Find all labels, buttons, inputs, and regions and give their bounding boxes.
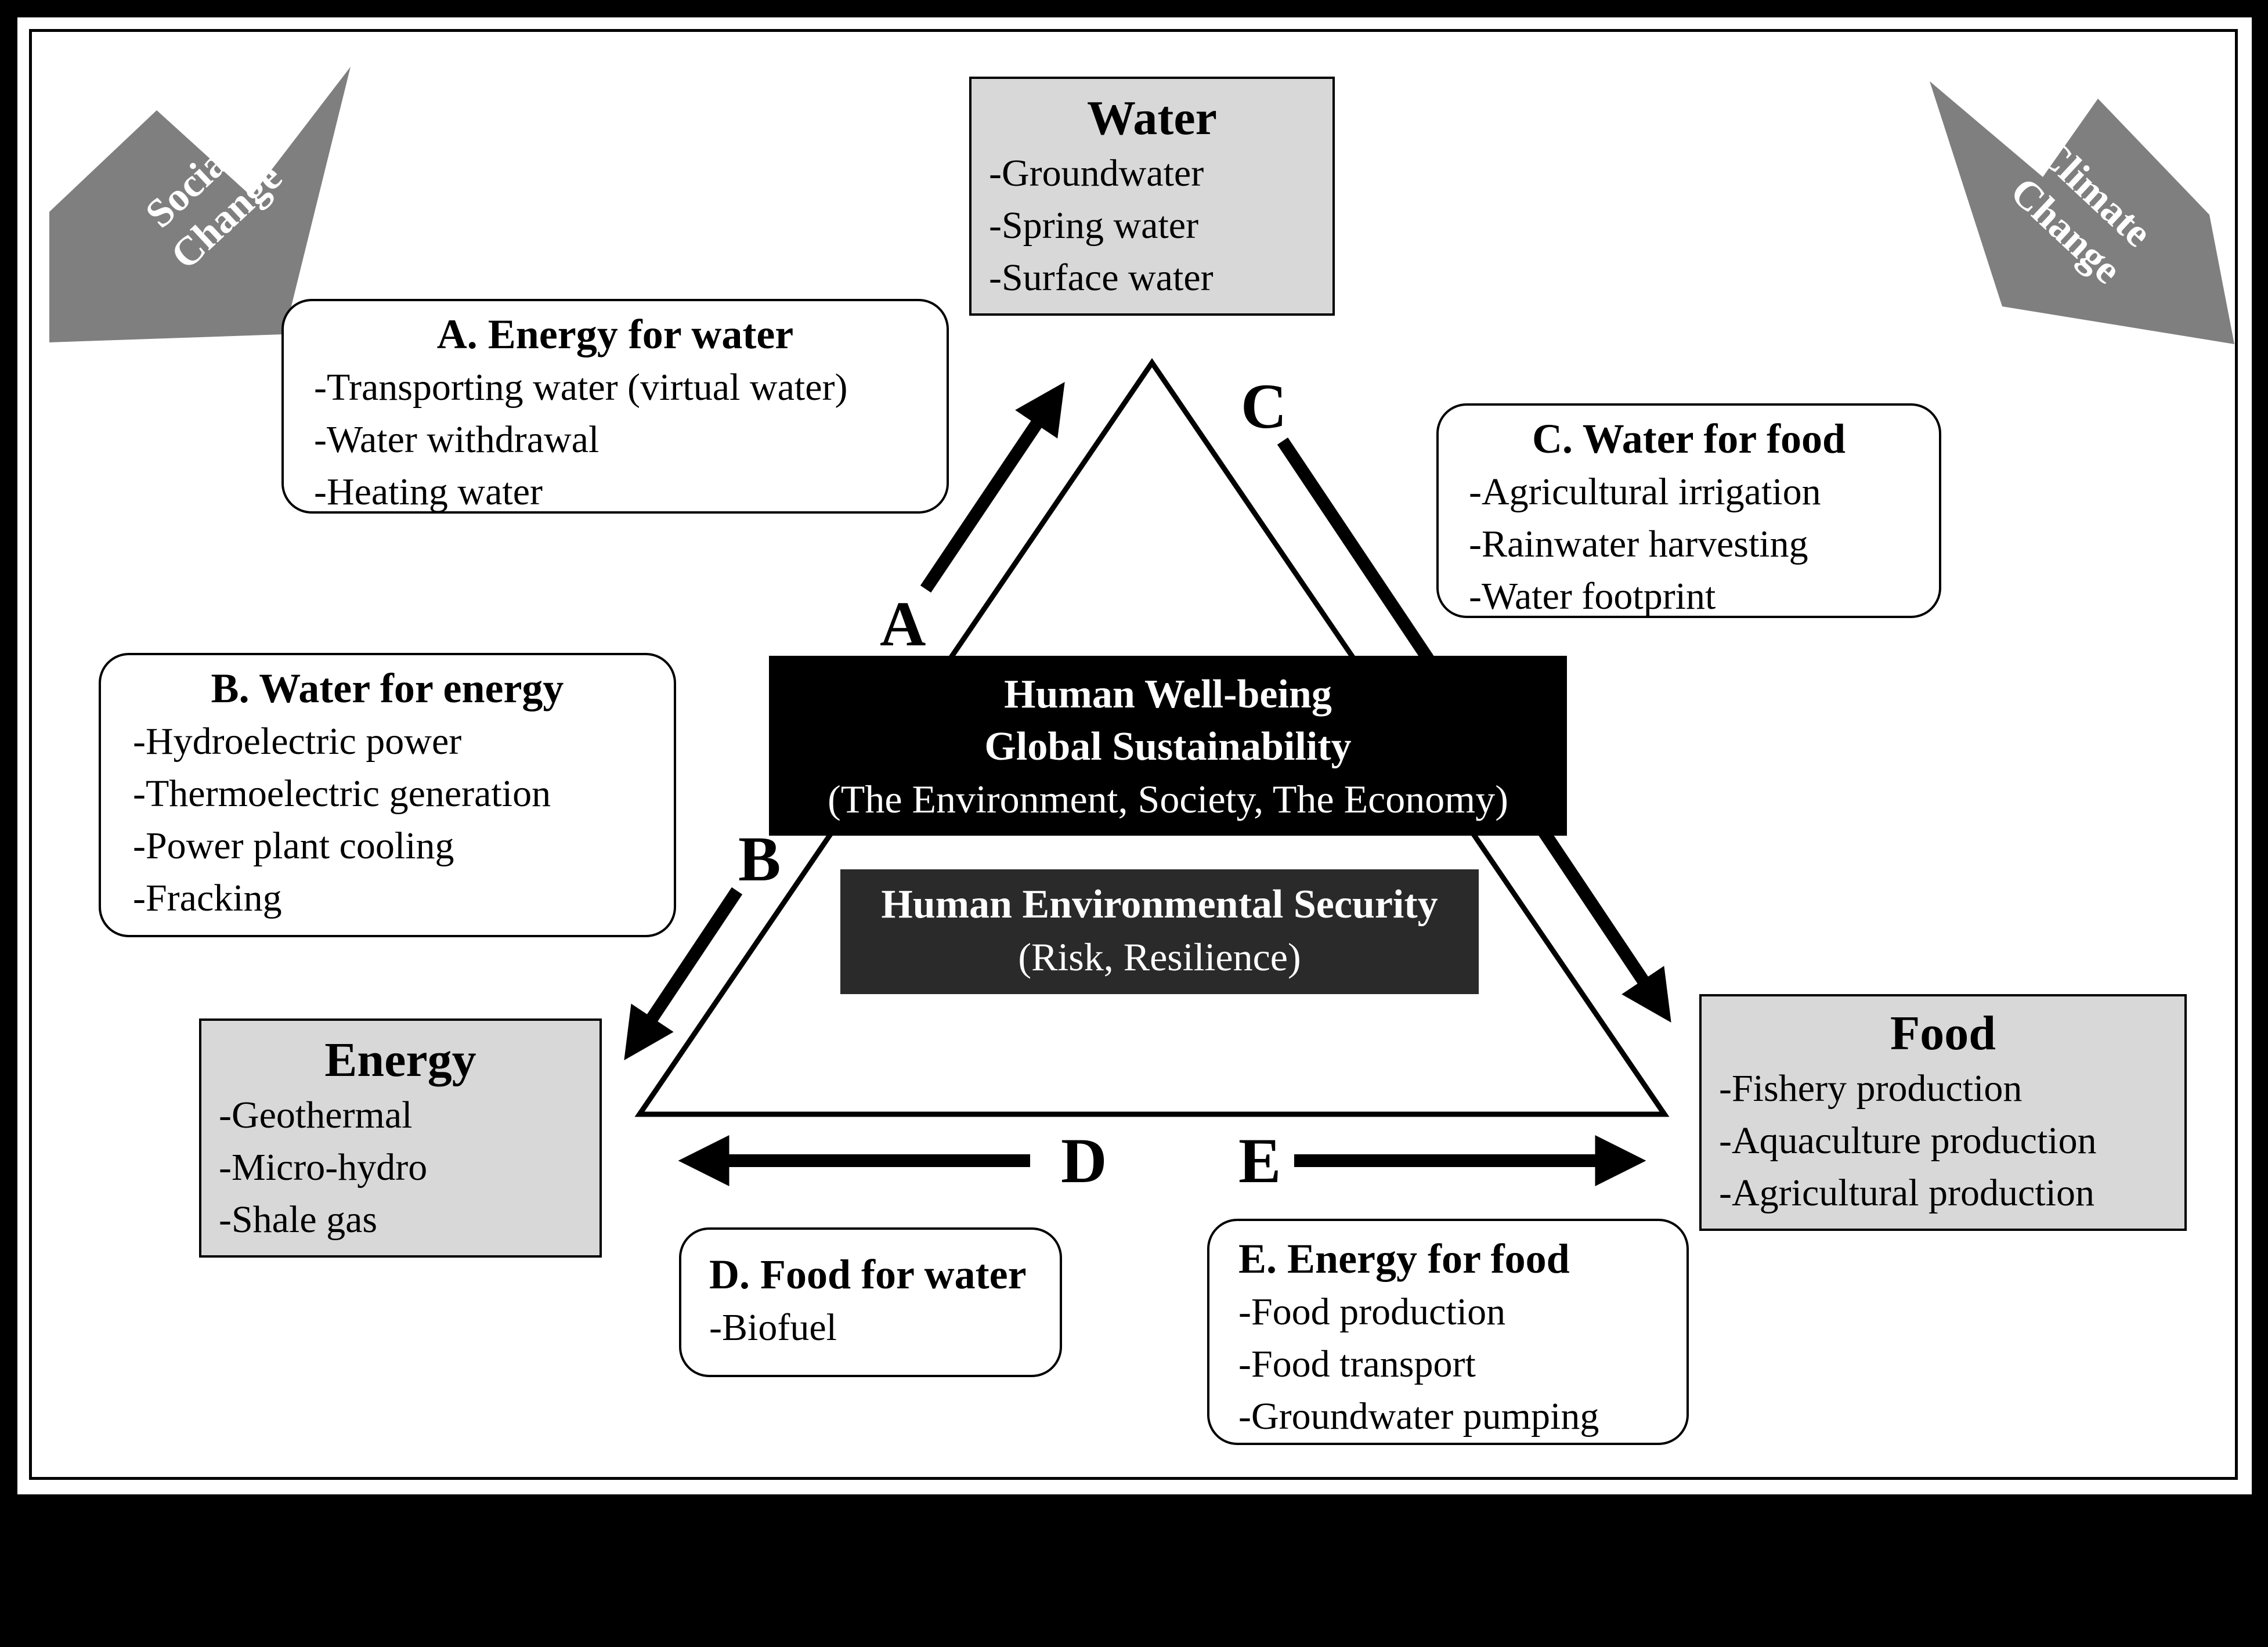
link-letter-a: A xyxy=(880,588,926,659)
link-letter-d: D xyxy=(1061,1125,1107,1196)
diagram-frame xyxy=(29,29,2238,1480)
link-box-b: B. Water for energy -Hydroelectric power… xyxy=(99,653,676,937)
link-box-e-item: -Food transport xyxy=(1238,1343,1476,1385)
link-box-a-item: -Transporting water (virtual water) xyxy=(314,366,848,409)
link-letter-c: C xyxy=(1241,371,1287,442)
diagram-graphics: Social Change Climate Change xyxy=(49,67,2234,1186)
pillars-line: (The Environment, Society, The Economy) xyxy=(828,777,1508,821)
link-box-d-item: -Biofuel xyxy=(709,1306,837,1349)
risk-resilience-line: (Risk, Resilience) xyxy=(1018,935,1301,979)
wellbeing-line: Human Well-being xyxy=(1004,672,1332,717)
link-box-c-item: -Rainwater harvesting xyxy=(1469,523,1808,565)
link-box-b-item: -Fracking xyxy=(133,877,282,919)
food-node-item: -Aquaculture production xyxy=(1719,1119,2097,1162)
security-line: Human Environmental Security xyxy=(881,882,1438,927)
diagram-canvas: Social Change Climate Change A B C D E W… xyxy=(17,17,2252,1494)
social-change-arrow xyxy=(49,67,351,342)
energy-node-item: -Shale gas xyxy=(219,1198,378,1241)
link-box-c-item: -Water footprint xyxy=(1469,575,1716,617)
link-box-b-item: -Power plant cooling xyxy=(133,825,454,867)
arrow-b xyxy=(624,887,743,1060)
link-box-d-title: D. Food for water xyxy=(709,1251,1027,1298)
energy-node-item: -Geothermal xyxy=(219,1094,413,1136)
link-letter-b: B xyxy=(738,824,781,894)
link-box-e-item: -Groundwater pumping xyxy=(1238,1395,1599,1437)
security-box: Human Environmental Security (Risk, Resi… xyxy=(840,869,1479,994)
link-box-e-item: -Food production xyxy=(1238,1291,1506,1333)
water-node-title: Water xyxy=(1087,91,1217,145)
link-box-a-item: -Water withdrawal xyxy=(314,418,599,461)
link-box-b-title: B. Water for energy xyxy=(211,665,564,711)
energy-node-title: Energy xyxy=(324,1033,476,1087)
food-node-item: -Fishery production xyxy=(1719,1067,2023,1110)
link-box-a-title: A. Energy for water xyxy=(436,311,794,357)
link-box-e-title: E. Energy for food xyxy=(1238,1236,1570,1282)
link-box-a-item: -Heating water xyxy=(314,471,543,513)
wellbeing-box: Human Well-being Global Sustainability (… xyxy=(769,656,1567,836)
energy-node-item: -Micro-hydro xyxy=(219,1146,428,1189)
link-box-e: E. Energy for food -Food production -Foo… xyxy=(1207,1219,1689,1445)
energy-node: Energy -Geothermal -Micro-hydro -Shale g… xyxy=(199,1018,602,1258)
link-box-c: C. Water for food -Agricultural irrigati… xyxy=(1436,403,1941,618)
link-box-b-item: -Thermoelectric generation xyxy=(133,772,551,815)
water-node-item: -Surface water xyxy=(989,257,1214,299)
water-node-item: -Spring water xyxy=(989,204,1199,247)
water-node-item: -Groundwater xyxy=(989,152,1204,194)
food-node: Food -Fishery production -Aquaculture pr… xyxy=(1699,994,2187,1231)
link-letter-e: E xyxy=(1238,1125,1281,1196)
link-box-c-item: -Agricultural irrigation xyxy=(1469,471,1821,513)
link-box-b-item: -Hydroelectric power xyxy=(133,720,462,763)
link-box-a: A. Energy for water -Transporting water … xyxy=(281,299,949,514)
arrow-a xyxy=(920,382,1065,593)
sustainability-line: Global Sustainability xyxy=(984,724,1352,769)
food-node-item: -Agricultural production xyxy=(1719,1172,2094,1214)
link-box-d: D. Food for water -Biofuel xyxy=(679,1227,1062,1377)
climate-change-arrow xyxy=(1930,81,2234,344)
water-node: Water -Groundwater -Spring water -Surfac… xyxy=(969,77,1335,316)
food-node-title: Food xyxy=(1890,1006,1996,1060)
link-box-c-title: C. Water for food xyxy=(1532,416,1846,462)
